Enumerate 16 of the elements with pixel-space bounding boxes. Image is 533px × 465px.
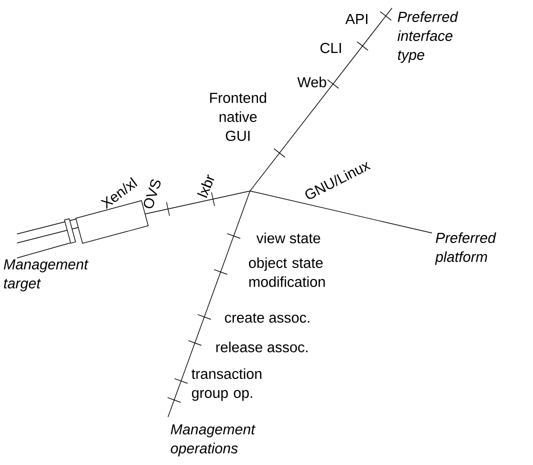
tick-label: release assoc. xyxy=(216,342,308,352)
tick-label: create assoc. xyxy=(224,313,310,323)
target-box xyxy=(64,218,76,244)
axis-title: Management operations xyxy=(170,424,256,456)
tick-label: CLI xyxy=(320,42,341,54)
tick-label: Frontend native GUI xyxy=(210,92,266,141)
axis-title: Preferred interface type xyxy=(398,11,458,63)
axis-title: Preferred platform xyxy=(435,232,496,265)
tick-label: object state modification xyxy=(248,257,325,287)
tick-label: OVS xyxy=(144,179,161,208)
tick-label: API xyxy=(345,14,368,24)
axis-title: Management target xyxy=(4,259,88,292)
tick-label: lxbr xyxy=(197,174,214,198)
tick-label: view state xyxy=(256,232,320,244)
tick-label: transaction group op. xyxy=(192,368,262,401)
tick-label: Web xyxy=(297,76,326,88)
